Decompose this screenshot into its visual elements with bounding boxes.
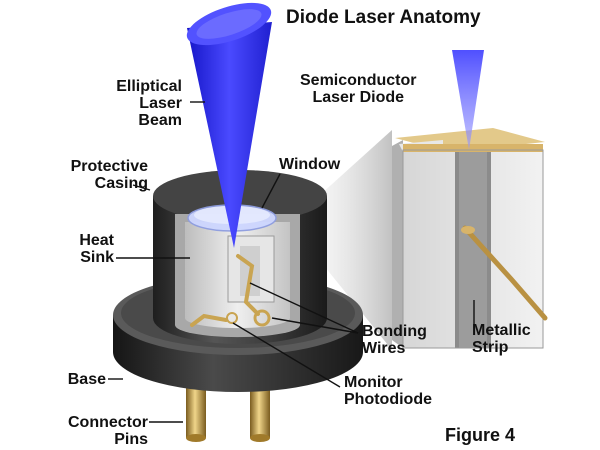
figure-label: Figure 4 — [445, 425, 516, 445]
bonding-wires-shape — [190, 254, 271, 327]
label-bonding-wires: Bonding Wires — [362, 323, 427, 357]
chip-beam-shape — [452, 50, 484, 150]
label-monitor-photodiode: Monitor Photodiode — [344, 374, 432, 408]
magnification-cone — [300, 130, 392, 350]
leader-lines — [108, 101, 475, 423]
label-elliptical-laser-beam: Elliptical Laser Beam — [116, 78, 182, 129]
connector-pins-shape — [186, 386, 270, 442]
label-protective-casing: Protective Casing — [70, 158, 148, 192]
label-base: Base — [67, 371, 106, 388]
laser-beam-shape — [186, 2, 272, 248]
chip-magnified-shape — [392, 128, 548, 349]
label-semiconductor-laser-diode: Semiconductor Laser Diode — [300, 72, 417, 106]
casing-shape — [153, 170, 327, 344]
diagram-title: Diode Laser Anatomy — [286, 7, 481, 28]
label-metallic-strip: Metallic Strip — [472, 322, 531, 356]
label-connector-pins: Connector Pins — [68, 414, 148, 448]
label-heat-sink: Heat Sink — [79, 232, 114, 266]
label-window: Window — [279, 156, 341, 173]
